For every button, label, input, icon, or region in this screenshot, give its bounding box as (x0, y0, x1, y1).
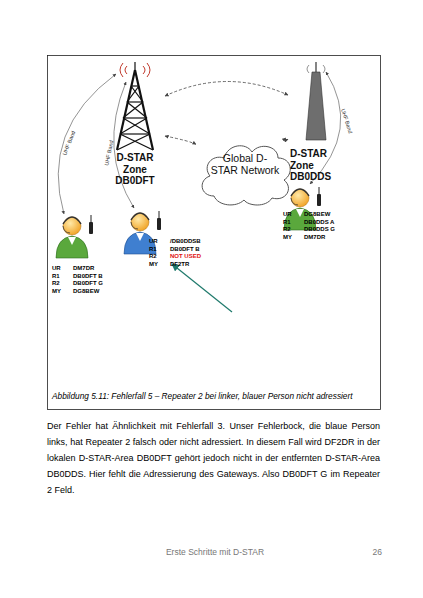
figure-frame (48, 56, 381, 410)
tower-strut (134, 62, 135, 70)
network-cloud: Global D-STAR Network (196, 138, 294, 206)
band-label: UHF Band (103, 140, 114, 166)
field-name: MY (283, 234, 292, 241)
mast-antenna (315, 62, 316, 72)
tower-strut (127, 86, 139, 102)
network-link (284, 138, 288, 140)
tower-strut (120, 118, 147, 134)
field-name: UR (283, 211, 292, 218)
radio-wave (125, 66, 127, 74)
tower-strut (127, 102, 147, 118)
field-name: R2 (283, 226, 291, 233)
person-blue (124, 211, 161, 254)
field-name: UR (52, 265, 61, 272)
tower-strut (123, 117, 147, 118)
network-link (165, 81, 288, 96)
uhf-arc (58, 74, 116, 214)
tower-strut (123, 118, 150, 134)
node-label: Global D-STAR Network (210, 152, 280, 176)
field-value: DF2TR (170, 261, 189, 268)
tower-strut (131, 85, 139, 86)
node-label: D-STAR Zone DB0DFT (110, 152, 160, 187)
cloud-outline (202, 146, 290, 205)
radio-wave (143, 66, 145, 74)
node-label: D-STAR Zone DB0DDS (290, 148, 344, 183)
field-value: DG8BEW (304, 211, 330, 218)
field-value: DB0DDS G (304, 226, 335, 233)
field-value: DB0DDS A (304, 219, 334, 226)
person-left (56, 215, 93, 258)
field-name: R2 (52, 280, 60, 287)
field-value: /DB0DDSB (170, 238, 201, 245)
band-label: UHF Band (340, 108, 354, 134)
tower-node: D-STAR Zone DB0DDS (288, 62, 346, 194)
body-paragraph: Der Fehler hat Ähnlichkeit mit Fehlerfal… (47, 418, 380, 498)
band-label: UHF Band (61, 130, 76, 156)
field-name: R2 (149, 253, 157, 260)
radio-wave (307, 65, 309, 73)
field-name: UR (149, 238, 158, 245)
tower-strut (120, 133, 150, 134)
radio-wave (120, 63, 123, 77)
tower-strut (117, 134, 150, 150)
uhf-arc (114, 82, 134, 208)
tower-strut (127, 101, 143, 102)
field-value: DB0DFT B (170, 246, 200, 253)
field-value: DM7DR (73, 265, 94, 272)
field-name: R1 (52, 273, 60, 280)
field-name: MY (149, 261, 158, 268)
figure-caption: Abbildung 5.11: Fehlerfall 5 – Repeater … (52, 391, 378, 401)
field-value: NOT USED (170, 253, 201, 260)
field-value: DB0DFT G (73, 280, 103, 287)
field-value: DM7DR (304, 234, 325, 241)
field-name: MY (52, 288, 61, 295)
field-name: R1 (283, 219, 291, 226)
footer-title: Erste Schritte mit D-STAR (140, 547, 290, 557)
mast-tower (306, 72, 326, 140)
field-value: DB0DFT B (73, 273, 103, 280)
tower-node: D-STAR Zone DB0DFT (105, 62, 165, 198)
radio-wave (147, 63, 150, 77)
network-link (165, 136, 196, 144)
radio-wave (323, 65, 325, 73)
field-name: R1 (149, 246, 157, 253)
tower-strut (123, 102, 143, 118)
field-value: DG8BEW (73, 288, 99, 295)
pointer-arrow (172, 264, 232, 312)
tower-strut (120, 134, 153, 150)
lattice-tower (117, 62, 153, 150)
page-number: 26 (362, 547, 382, 557)
